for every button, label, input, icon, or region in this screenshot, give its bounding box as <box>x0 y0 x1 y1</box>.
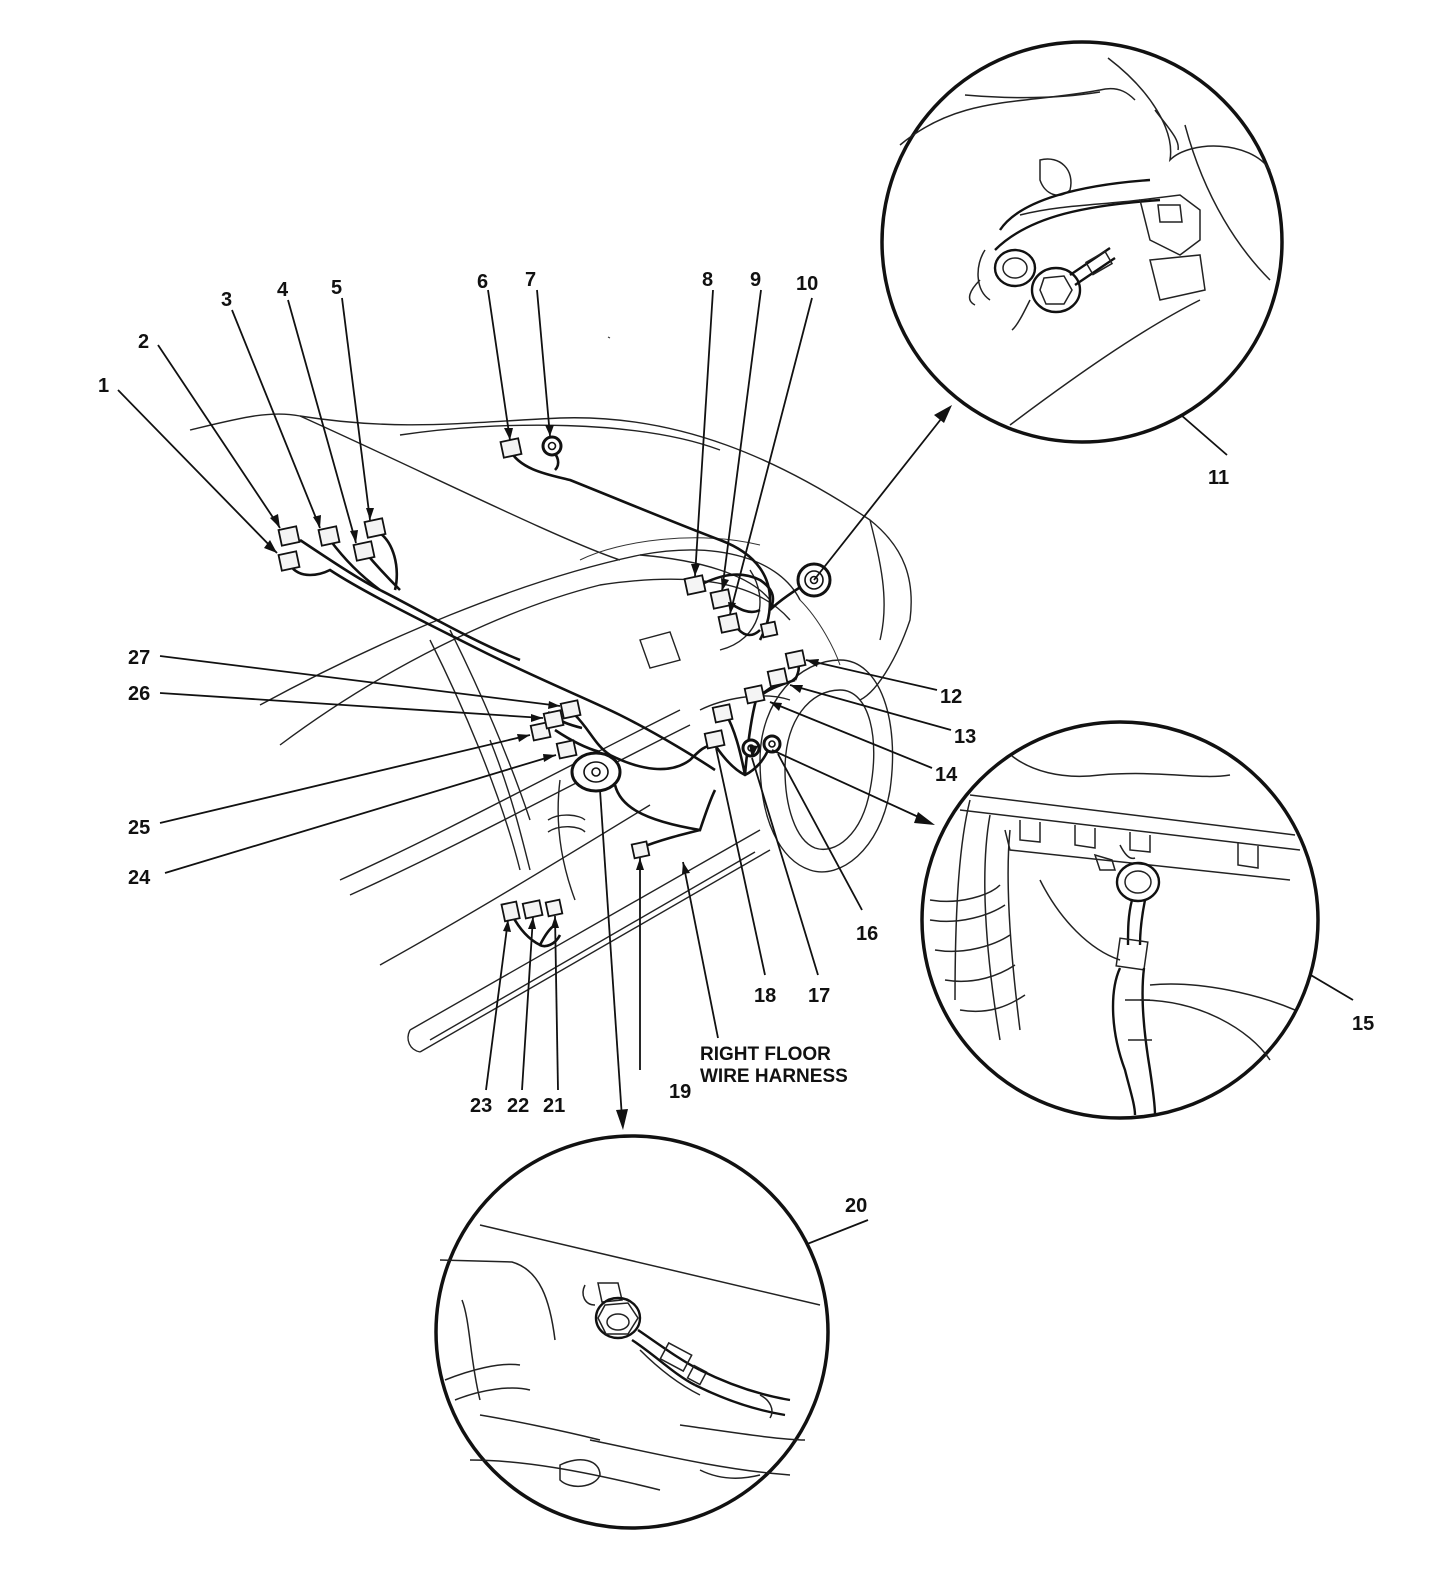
detail-view-ground-11 <box>880 40 1284 444</box>
connector-1 <box>277 550 301 572</box>
callout-24: 24 <box>128 867 151 889</box>
connector-27 <box>559 699 582 720</box>
connector-3 <box>317 525 341 547</box>
harness-label-line1: RIGHT FLOOR <box>700 1044 831 1065</box>
connector-10 <box>717 612 741 634</box>
connectors <box>277 437 807 923</box>
callout-12: 12 <box>940 686 962 708</box>
callout-11: 11 <box>1208 467 1229 489</box>
harness-label-line2: WIRE HARNESS <box>700 1066 848 1087</box>
detail-arrows <box>599 405 952 1130</box>
callout-numbers: 1 2 3 4 5 6 7 8 9 10 11 12 13 14 15 16 1… <box>98 269 1374 1217</box>
connector-10b <box>759 620 779 639</box>
callout-6: 6 <box>477 271 488 293</box>
callout-26: 26 <box>128 683 150 705</box>
detail-view-ground-20 <box>434 1134 830 1530</box>
callout-17: 17 <box>808 985 830 1007</box>
connector-26 <box>542 709 565 730</box>
callout-7: 7 <box>525 269 536 291</box>
connector-2 <box>277 525 301 547</box>
connector-22 <box>521 899 544 920</box>
callout-23: 23 <box>470 1095 492 1117</box>
callout-9: 9 <box>750 269 761 291</box>
harness-label: RIGHT FLOOR WIRE HARNESS <box>700 1044 848 1087</box>
connector-25 <box>529 721 552 742</box>
ground-7 <box>541 435 563 457</box>
callout-15: 15 <box>1352 1013 1374 1035</box>
callout-19: 19 <box>669 1081 691 1103</box>
callout-27: 27 <box>128 647 150 669</box>
connector-13 <box>766 667 789 688</box>
ground-20-location <box>570 751 622 793</box>
connector-19 <box>630 840 651 860</box>
callout-13: 13 <box>954 726 976 748</box>
callout-2: 2 <box>138 331 149 353</box>
connector-18b <box>711 703 734 724</box>
callout-20: 20 <box>845 1195 867 1217</box>
callout-14: 14 <box>935 764 958 786</box>
connector-5 <box>363 517 387 539</box>
vehicle-body-outline <box>189 336 912 1053</box>
detail-view-ground-15 <box>920 720 1320 1120</box>
connector-23 <box>500 900 521 923</box>
callout-25: 25 <box>128 817 150 839</box>
callout-8: 8 <box>702 269 713 291</box>
callout-10: 10 <box>796 273 818 295</box>
ground-15-location <box>762 734 782 754</box>
connector-6 <box>499 437 523 459</box>
connector-18 <box>703 729 726 750</box>
connector-12 <box>784 649 807 670</box>
callout-16: 16 <box>856 923 878 945</box>
connector-24 <box>555 739 578 760</box>
connector-4 <box>352 540 376 562</box>
callout-4: 4 <box>277 279 289 301</box>
connector-21 <box>544 898 564 918</box>
callout-18: 18 <box>754 985 776 1007</box>
callout-5: 5 <box>331 277 342 299</box>
connector-8 <box>683 574 707 596</box>
callout-21: 21 <box>543 1095 565 1117</box>
connector-9 <box>709 588 733 610</box>
callout-22: 22 <box>507 1095 529 1117</box>
callout-1: 1 <box>98 375 109 397</box>
connector-14 <box>743 684 766 705</box>
callout-3: 3 <box>221 289 232 311</box>
ground-points <box>541 435 832 793</box>
